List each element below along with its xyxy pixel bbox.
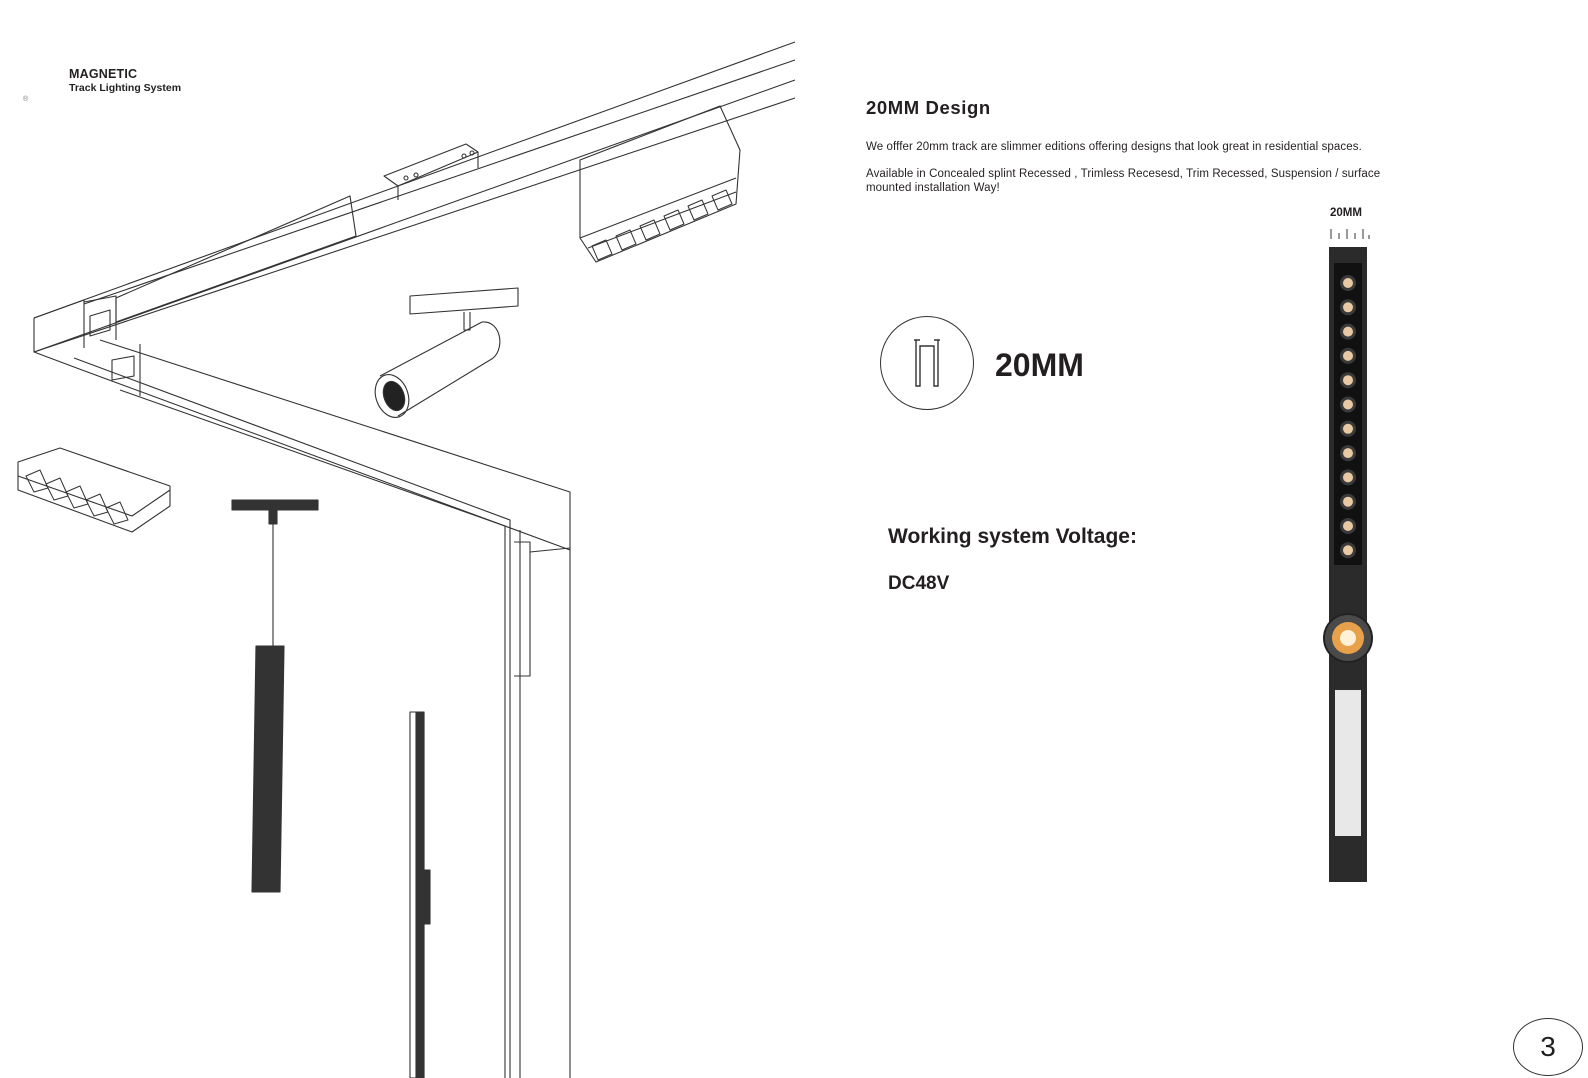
led-dot bbox=[1343, 448, 1353, 459]
led-dot bbox=[1343, 521, 1353, 531]
description-line-1: We offfer 20mm track are slimmer edition… bbox=[866, 141, 1362, 153]
led-dot bbox=[1343, 375, 1353, 386]
page-number: 3 bbox=[1513, 1018, 1583, 1076]
led-dot bbox=[1343, 350, 1353, 361]
led-dot bbox=[1343, 545, 1353, 556]
led-dot bbox=[1343, 472, 1353, 483]
led-dot bbox=[1343, 302, 1353, 313]
led-dot bbox=[1343, 326, 1353, 337]
led-dot bbox=[1343, 399, 1353, 410]
section-heading: 20MM Design bbox=[866, 97, 991, 118]
brand-title: MAGNETIC bbox=[69, 67, 138, 81]
registered-mark: ® bbox=[23, 96, 29, 103]
track-product-photo bbox=[1323, 229, 1373, 882]
track-profile-icon bbox=[913, 338, 940, 387]
led-dot bbox=[1343, 423, 1353, 434]
voltage-value: DC48V bbox=[888, 573, 950, 594]
led-dot bbox=[1343, 278, 1353, 288]
led-dot bbox=[1343, 496, 1353, 507]
track-system-illustration bbox=[17, 41, 796, 1078]
led-row bbox=[1340, 275, 1356, 559]
track-width-label: 20MM bbox=[1330, 207, 1362, 219]
description-line-2: Available in Concealed splint Recessed ,… bbox=[866, 168, 1381, 194]
brand-subtitle: Track Lighting System bbox=[69, 82, 182, 94]
voltage-label: Working system Voltage: bbox=[888, 525, 1137, 548]
track-profile-badge bbox=[880, 316, 974, 410]
profile-label: 20MM bbox=[995, 347, 1084, 383]
